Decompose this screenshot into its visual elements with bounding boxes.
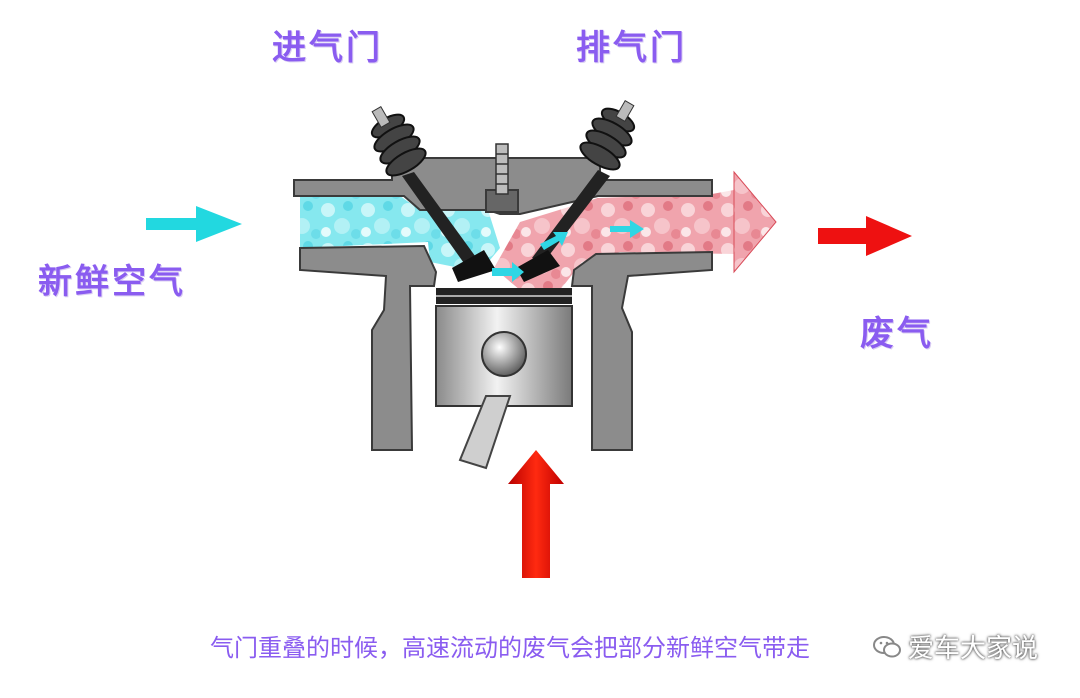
piston-up-arrow [508, 450, 564, 578]
fresh-air-label: 新鲜空气 [38, 262, 186, 302]
watermark-text: 爱车大家说 [908, 634, 1039, 664]
exhaust-gas-arrow [818, 216, 912, 256]
exhaust-valve-label: 排气门 [576, 28, 687, 68]
wechat-icon [873, 635, 901, 657]
spark-plug [495, 143, 509, 195]
fresh-air-arrow [146, 206, 242, 242]
intake-air-flow [300, 196, 500, 272]
exhaust-gas-label: 废气 [860, 314, 934, 354]
connecting-rod [458, 395, 512, 470]
caption-text: 气门重叠的时候，高速流动的废气会把部分新鲜空气带走 [210, 634, 810, 662]
flow-arrows-inner [492, 220, 644, 282]
intake-valve-label: 进气门 [272, 28, 383, 68]
piston [435, 288, 573, 407]
intake-valve [370, 106, 496, 282]
watermark: 爱车大家说 [872, 628, 1038, 665]
